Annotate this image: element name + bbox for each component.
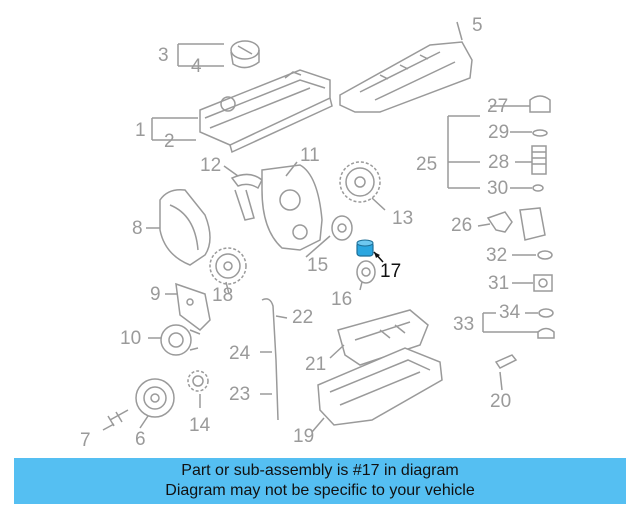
label-20: 20 [490,391,512,412]
heat-shield [339,41,473,113]
timing-belt [230,173,263,221]
idler-pulley [356,260,376,284]
oil-pan-lower [317,347,443,426]
label-34: 34 [499,302,521,323]
o-ring-30 [532,184,544,192]
crankshaft-pulley [135,378,175,418]
label-19: 19 [293,426,315,447]
drain-plug [537,327,555,339]
label-12: 12 [200,155,222,176]
label-8: 8 [132,218,143,239]
oil-filler-cap [230,40,260,69]
label-4: 4 [191,56,202,77]
oil-pump-gear [187,370,209,392]
label-21: 21 [305,354,327,375]
label-9: 9 [150,284,161,305]
rear-timing-cover [261,164,323,251]
o-ring-34 [538,308,554,318]
label-30: 30 [487,178,509,199]
label-27: 27 [487,96,509,117]
label-2: 2 [164,131,175,152]
banner-line-2: Diagram may not be specific to your vehi… [165,482,475,499]
label-15: 15 [307,255,329,276]
label-28: 28 [488,152,510,173]
label-6: 6 [135,429,146,450]
crankshaft-sprocket [209,247,247,285]
label-16: 16 [331,289,353,310]
label-18: 18 [212,285,234,306]
label-1: 1 [135,120,146,141]
label-22: 22 [292,307,314,328]
label-24: 24 [229,343,251,364]
label-13: 13 [392,208,414,229]
o-ring-29 [532,129,548,137]
label-32: 32 [486,245,508,266]
pulley-bolt [107,409,129,427]
filter-cap [529,95,551,113]
oil-filter-housing [486,207,546,241]
label-5: 5 [472,15,483,36]
tensioner-pulley [331,215,353,241]
label-3: 3 [158,45,169,66]
filter-element [531,145,547,175]
label-17: 17 [380,261,402,282]
label-10: 10 [120,328,142,349]
label-11: 11 [300,145,320,166]
banner-line-1: Part or sub-assembly is #17 in diagram [181,462,459,479]
dipstick-tube [261,298,279,421]
label-14: 14 [189,415,211,436]
parts-diagram [102,21,555,433]
label-31: 31 [488,273,510,294]
oil-pressure-sensor [533,274,553,292]
o-ring-32 [537,250,553,260]
label-7: 7 [80,430,91,451]
label-29: 29 [488,122,510,143]
water-pump [160,324,201,356]
label-25: 25 [416,154,438,175]
valve-cover [199,69,333,154]
info-banner: Part or sub-assembly is #17 in diagram D… [14,458,626,504]
label-26: 26 [451,215,473,236]
gasket [494,354,518,369]
part-17-highlight [356,239,384,263]
bracket [175,282,211,331]
oil-pan-upper [337,309,429,366]
timing-belt-cover [159,188,211,266]
camshaft-sprocket [339,161,381,203]
label-33: 33 [453,314,475,335]
label-23: 23 [229,384,251,405]
